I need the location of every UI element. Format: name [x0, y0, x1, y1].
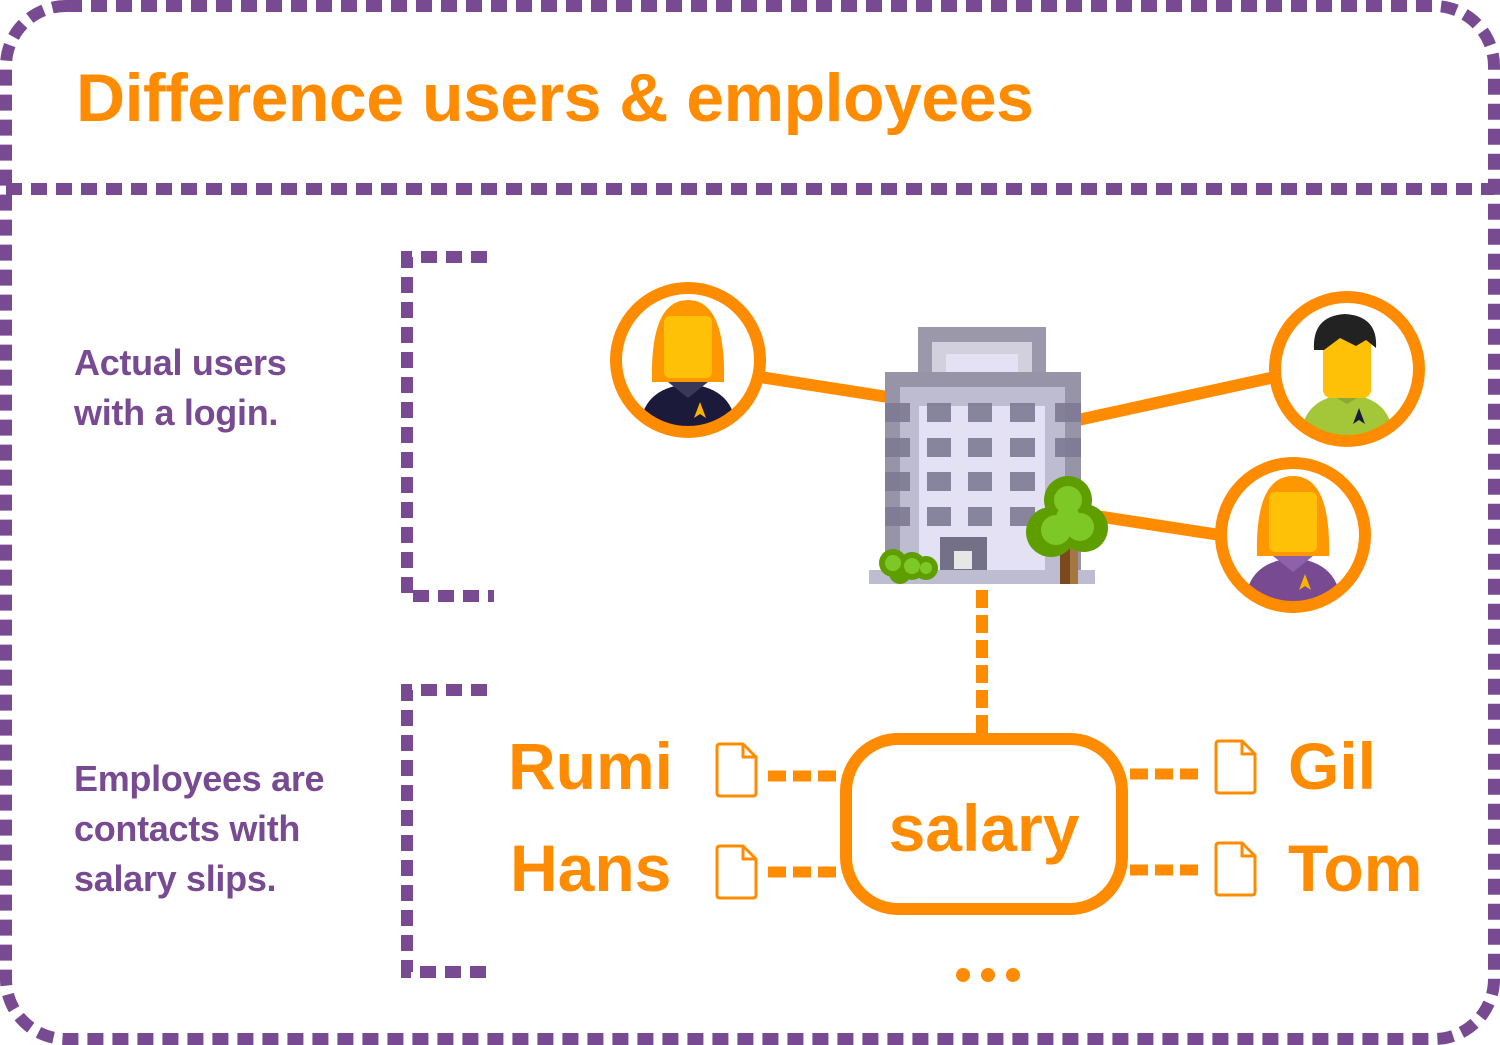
- page-title: Difference users & employees: [76, 60, 1034, 136]
- users-caption: Actual users with a login.: [74, 342, 287, 433]
- avatar-ring: [610, 282, 766, 438]
- avatar-ring: [1215, 457, 1371, 613]
- users-bracket: [401, 251, 494, 602]
- avatar-ring: [1269, 291, 1425, 447]
- document-icon: [715, 844, 758, 900]
- connector-line: [1076, 371, 1277, 426]
- more-indicator: [956, 968, 1020, 982]
- employee-name-right-2: Tom: [1288, 831, 1423, 905]
- document-icon: [1214, 739, 1257, 795]
- building-icon: [869, 327, 1108, 584]
- shrub-icon: [879, 549, 938, 584]
- connector-line: [1089, 509, 1221, 541]
- employee-name-right-1: Gil: [1288, 729, 1377, 803]
- user-avatar-3: [1215, 457, 1371, 613]
- employees-caption: Employees are contacts with salary slips…: [74, 758, 325, 899]
- employee-name-left-2: Hans: [510, 831, 672, 905]
- employees-bracket: [401, 684, 494, 978]
- employee-name-left-1: Rumi: [508, 729, 673, 803]
- connector-line: [759, 371, 889, 403]
- salary-box: [840, 733, 1128, 915]
- salary-label: salary: [888, 791, 1080, 865]
- tree-icon: [1026, 476, 1108, 584]
- user-avatar-2: [1269, 291, 1425, 447]
- document-icon: [715, 742, 758, 798]
- user-avatar-1: [610, 282, 766, 438]
- document-icon: [1214, 841, 1257, 897]
